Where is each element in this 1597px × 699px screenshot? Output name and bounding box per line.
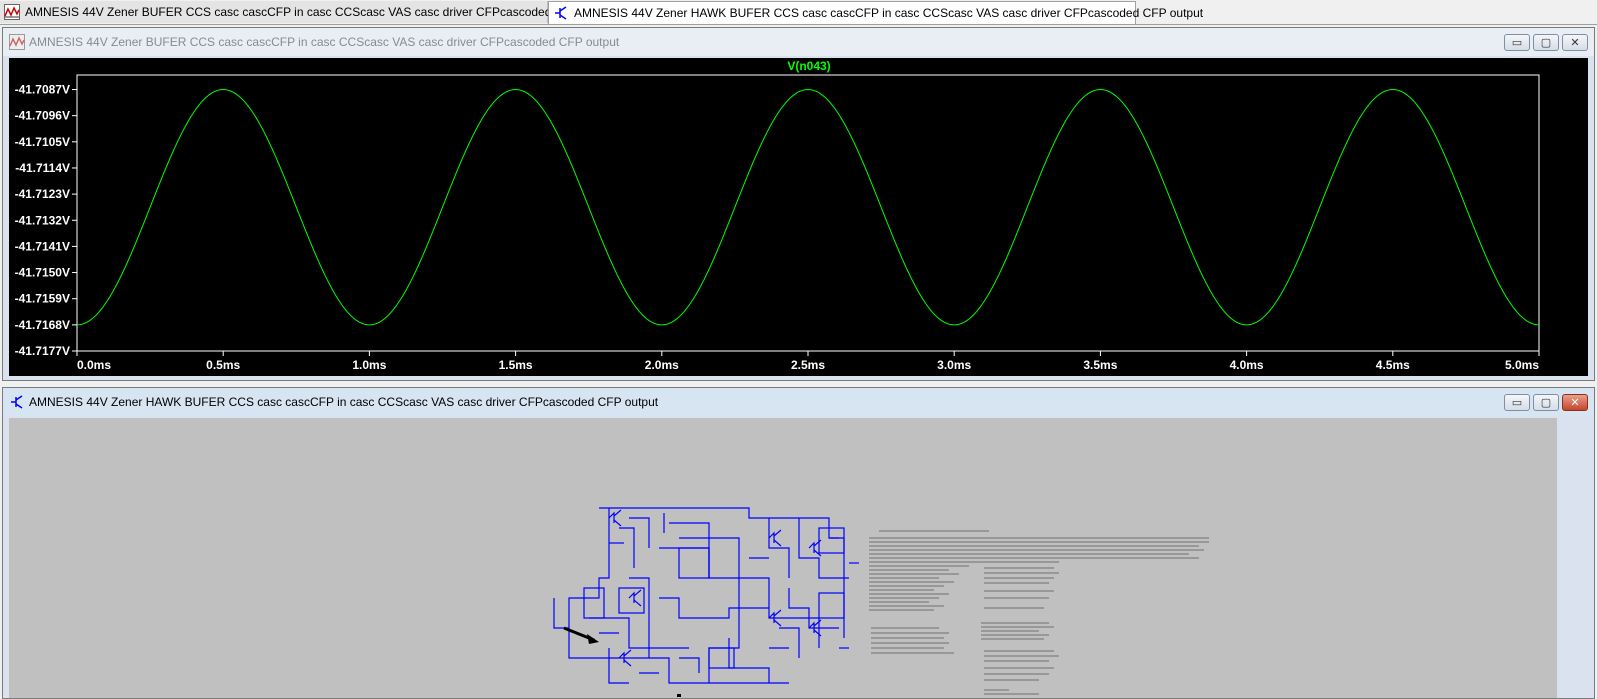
arrow-annotation-icon bbox=[563, 626, 599, 644]
y-tick-label: -41.7168V bbox=[15, 318, 70, 332]
x-tick-label: 2.0ms bbox=[645, 358, 679, 372]
x-tick-label: 1.5ms bbox=[499, 358, 533, 372]
x-axis: 0.0ms 0.5ms 1.0ms 1.5ms 2.0ms 2.5ms 3.0ms 3.5ms… bbox=[76, 351, 1540, 372]
schematic-icon bbox=[553, 5, 569, 21]
waveform-chart[interactable]: V(n043) -41.7087V-41.7096V-41.7105V-41.7… bbox=[9, 58, 1588, 376]
y-tick-label: -41.7114V bbox=[15, 161, 70, 175]
waveform-icon bbox=[4, 4, 20, 20]
y-axis: -41.7087V -41.7096V -41.7105V -41.7114V -41.… bbox=[15, 83, 77, 358]
restore-icon: ▢ bbox=[1540, 396, 1552, 409]
circuit-wires bbox=[553, 507, 859, 684]
plot-window[interactable]: AMNESIS 44V Zener BUFER CCS casc cascCFP… bbox=[2, 27, 1595, 381]
minimize-icon: ▭ bbox=[1511, 36, 1523, 49]
x-tick-label: 4.5ms bbox=[1376, 358, 1410, 372]
y-tick-label: -41.7087V bbox=[15, 83, 70, 97]
document-tab-bar: AMNESIS 44V Zener BUFER CCS casc cascCFP… bbox=[0, 0, 1597, 25]
minimize-button[interactable]: ▭ bbox=[1504, 394, 1530, 411]
tab-waveform[interactable]: AMNESIS 44V Zener BUFER CCS casc cascCFP… bbox=[0, 1, 615, 23]
x-tick-label: 0.0ms bbox=[77, 358, 111, 372]
plot-window-title: AMNESIS 44V Zener BUFER CCS casc cascCFP… bbox=[29, 35, 620, 49]
y-tick-label: -41.7105V bbox=[15, 135, 70, 149]
plot-window-controls: ▭ ▢ ✕ bbox=[1504, 34, 1588, 51]
plot-window-titlebar[interactable]: AMNESIS 44V Zener BUFER CCS casc cascCFP… bbox=[3, 28, 1594, 56]
y-tick-label: -41.7123V bbox=[15, 187, 70, 201]
minimize-icon: ▭ bbox=[1511, 396, 1523, 409]
schematic-canvas[interactable] bbox=[9, 418, 1557, 698]
schematic-window-titlebar[interactable]: AMNESIS 44V Zener HAWK BUFER CCS casc ca… bbox=[3, 388, 1594, 416]
y-tick-label: -41.7132V bbox=[15, 213, 70, 227]
schematic-window[interactable]: AMNESIS 44V Zener HAWK BUFER CCS casc ca… bbox=[2, 387, 1595, 699]
transistor-symbols bbox=[608, 509, 822, 667]
waveform-icon bbox=[9, 34, 25, 50]
schematic-window-title: AMNESIS 44V Zener HAWK BUFER CCS casc ca… bbox=[29, 395, 659, 409]
x-tick-label: 0.5ms bbox=[206, 358, 240, 372]
schematic-drawing[interactable] bbox=[9, 418, 1557, 698]
y-tick-label: -41.7150V bbox=[15, 266, 70, 280]
x-tick-label: 1.0ms bbox=[352, 358, 386, 372]
minimize-button[interactable]: ▭ bbox=[1504, 34, 1530, 51]
x-tick-label: 2.5ms bbox=[791, 358, 825, 372]
chart-title: V(n043) bbox=[787, 59, 830, 73]
x-tick-label: 3.0ms bbox=[937, 358, 971, 372]
close-icon: ✕ bbox=[1570, 396, 1580, 409]
series-v-n043[interactable] bbox=[76, 89, 1540, 326]
x-tick-label: 4.0ms bbox=[1230, 358, 1264, 372]
close-button[interactable]: ✕ bbox=[1562, 34, 1588, 51]
y-tick-label: -41.7096V bbox=[15, 109, 70, 123]
close-button[interactable]: ✕ bbox=[1562, 394, 1588, 411]
y-tick-label: -41.7177V bbox=[15, 344, 70, 358]
y-tick-label: -41.7141V bbox=[15, 239, 70, 253]
tab-label: AMNESIS 44V Zener BUFER CCS casc cascCFP… bbox=[25, 5, 616, 19]
x-tick-label: 5.0ms bbox=[1505, 358, 1539, 372]
restore-icon: ▢ bbox=[1540, 36, 1552, 49]
spice-directive-lines bbox=[869, 530, 1209, 695]
waveform-plot[interactable]: V(n043) -41.7087V-41.7096V-41.7105V-41.7… bbox=[9, 58, 1588, 376]
x-tick-label: 3.5ms bbox=[1083, 358, 1117, 372]
schematic-icon bbox=[9, 394, 25, 410]
tab-schematic[interactable]: AMNESIS 44V Zener HAWK BUFER CCS casc ca… bbox=[548, 1, 1203, 24]
y-tick-label: -41.7159V bbox=[15, 292, 70, 306]
plot-frame bbox=[76, 74, 1540, 352]
cursor-marker bbox=[677, 694, 681, 697]
schematic-window-controls: ▭ ▢ ✕ bbox=[1504, 394, 1588, 411]
restore-button[interactable]: ▢ bbox=[1533, 34, 1559, 51]
restore-button[interactable]: ▢ bbox=[1533, 394, 1559, 411]
close-icon: ✕ bbox=[1570, 36, 1580, 49]
tab-label: AMNESIS 44V Zener HAWK BUFER CCS casc ca… bbox=[574, 6, 1204, 20]
